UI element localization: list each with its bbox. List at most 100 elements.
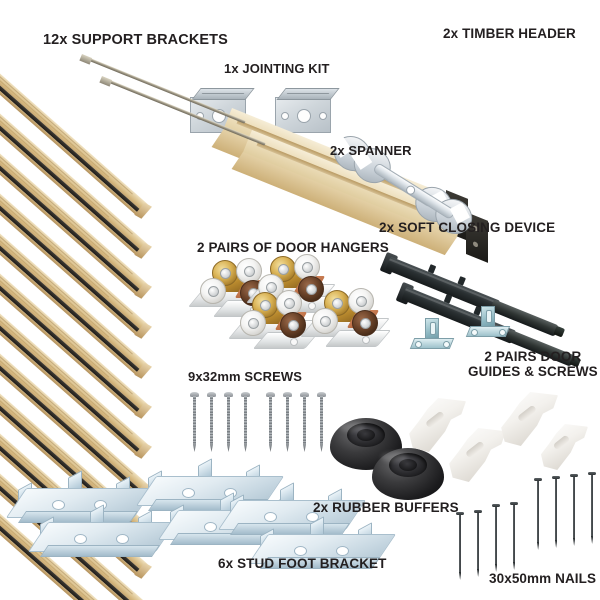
screw-tip [226, 443, 231, 452]
stud-hole-left [74, 534, 87, 544]
door-hanger-2 [246, 254, 350, 326]
nail-head [474, 510, 482, 514]
label-nails: 30x50mm NAILS [489, 571, 597, 586]
wheel-hub [220, 268, 231, 279]
guide-hole-left [415, 341, 422, 348]
damper-tab [457, 276, 466, 286]
nail-head [552, 476, 560, 480]
screw-thread [209, 396, 214, 444]
screw-tip [209, 443, 214, 452]
wheel-hub [302, 262, 313, 273]
wheel-hub [278, 264, 289, 275]
nail-head [570, 474, 578, 478]
screw-thread [192, 396, 197, 444]
cap-hole [473, 240, 478, 248]
screw-head [266, 392, 275, 397]
plastic-guide-1 [408, 398, 466, 452]
screw-thread [226, 396, 231, 444]
stud-hole-right [116, 534, 129, 544]
stud-hole-left [182, 488, 195, 498]
wheel-hub [284, 298, 295, 309]
buffer-hole [357, 429, 375, 441]
rubber-buffer-2 [372, 448, 444, 504]
screw-head [317, 392, 326, 397]
door-guide-2 [465, 306, 511, 346]
screw-head [207, 392, 216, 397]
wheel-hub [266, 282, 277, 293]
wheel-hub [260, 300, 271, 311]
wheel-hub [288, 320, 299, 331]
plate-hole [362, 336, 370, 344]
buffer-highlight [339, 422, 365, 432]
nail-shaft [495, 506, 498, 565]
wheel-hub [320, 316, 331, 327]
wheel-hub [332, 298, 343, 309]
stud-foot-bracket-3 [27, 504, 177, 566]
nail-head [510, 502, 518, 506]
screw-5 [266, 392, 275, 454]
nail-5 [534, 478, 542, 550]
rubber-buffer-1 [330, 418, 402, 474]
nail-shaft [537, 480, 540, 543]
nail-tip [513, 562, 516, 570]
damper-tab [427, 264, 437, 274]
screw-6 [283, 392, 292, 454]
screw-4 [241, 392, 250, 454]
screw-thread [285, 396, 290, 444]
nail-tip [477, 569, 480, 577]
plastic-guide-3 [500, 392, 558, 446]
plate-hole-left [281, 112, 289, 120]
nail-head [492, 504, 500, 508]
nail-tip [537, 542, 540, 550]
wheel-hub [244, 266, 255, 277]
plate-hole-center [297, 109, 311, 123]
wheel-hub [360, 318, 371, 329]
stud-front-lip [39, 545, 161, 557]
screw-tip [243, 443, 248, 452]
guide-hole-right [499, 329, 506, 336]
label-door-hangers: 2 PAIRS OF DOOR HANGERS [197, 240, 389, 255]
nail-shaft [573, 476, 576, 539]
screw-head [300, 392, 309, 397]
screw-tip [192, 443, 197, 452]
screw-thread [319, 396, 324, 444]
wheel-hub [306, 284, 317, 295]
stud-hole-right [336, 546, 349, 556]
label-spanner: 2x SPANNER [330, 143, 412, 158]
screw-head [190, 392, 199, 397]
guide-slot [430, 322, 436, 335]
wheel-hub [356, 296, 367, 307]
screw-thread [243, 396, 248, 444]
screw-tip [319, 443, 324, 452]
stud-hole-left [264, 512, 277, 522]
label-timber-header: 2x TIMBER HEADER [443, 26, 576, 41]
label-stud-foot-bracket: 6x STUD FOOT BRACKET [218, 556, 387, 571]
flange-line [201, 93, 245, 94]
screw-head [224, 392, 233, 397]
screw-tip [302, 443, 307, 452]
nail-tip [573, 538, 576, 546]
label-jointing-kit: 1x JOINTING KIT [224, 61, 330, 76]
screw-head [283, 392, 292, 397]
nail-tip [591, 536, 594, 544]
screw-tip [268, 443, 273, 452]
nail-7 [570, 474, 578, 546]
label-door-guides-screws: 2 PAIRS DOOR GUIDES & SCREWS [468, 349, 598, 380]
stud-foot-bracket-6 [247, 516, 397, 578]
guide-slot [486, 310, 492, 323]
screw-head [241, 392, 250, 397]
nail-shaft [459, 514, 462, 573]
nail-2 [474, 510, 482, 577]
guide-hole-left [471, 329, 478, 336]
screw-2 [207, 392, 216, 454]
nail-head [534, 478, 542, 482]
wheel-hub [248, 318, 259, 329]
label-soft-closing-device: 2x SOFT CLOSING DEVICE [379, 220, 556, 235]
flange-line [286, 93, 330, 94]
hanger-wheel-nylon-front [200, 278, 226, 304]
screw-thread [302, 396, 307, 444]
plate-hole [308, 302, 316, 310]
screw-thread [268, 396, 273, 444]
stud-hole-left [52, 500, 65, 510]
